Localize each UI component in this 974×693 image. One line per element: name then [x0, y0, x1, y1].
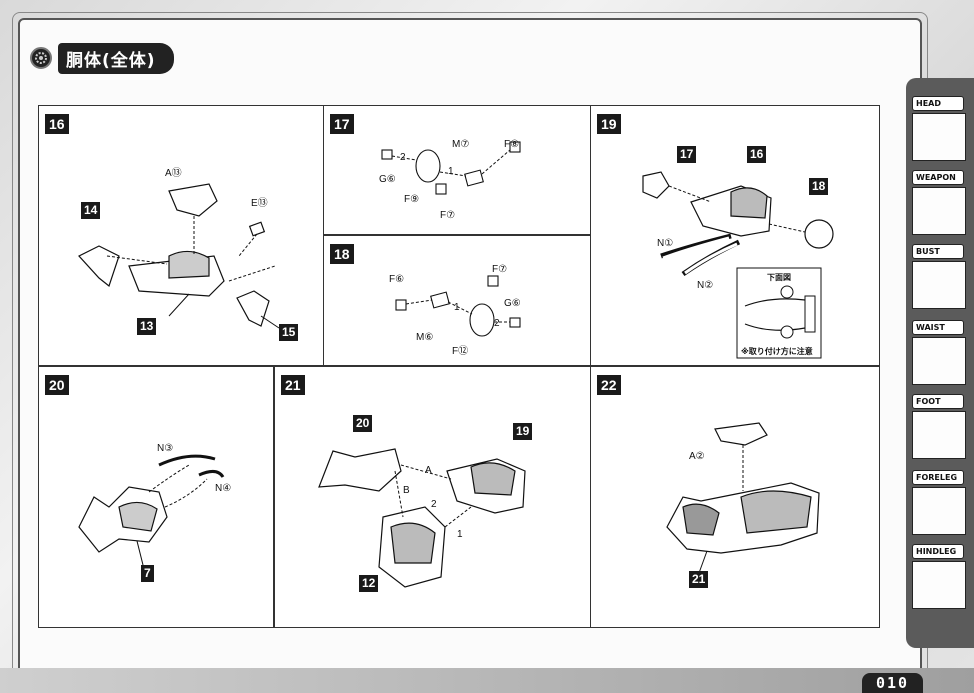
step-19-illustration: [642, 171, 834, 359]
part-label-g6: G⑥: [504, 298, 521, 309]
part-label-f8: F⑧: [504, 139, 520, 150]
tab-foot[interactable]: FOOT: [912, 394, 974, 460]
part-label-f7: F⑦: [492, 264, 508, 275]
step-16-illustration: [78, 183, 280, 329]
step-18-illustration: [395, 275, 521, 337]
part-label-n1: N①: [657, 238, 674, 249]
part-label-f6: F⑥: [389, 274, 405, 285]
step-16-panel: 16 A⑬ E⑬ 14 13 15: [38, 105, 324, 366]
step-19-panel: 19 17 16 18 N① N② 下面図: [590, 105, 880, 366]
part-label-m7: M⑦: [452, 139, 470, 150]
part-number-7: 7: [141, 565, 154, 582]
gear-icon: [30, 47, 52, 69]
waist-thumb-icon: [912, 337, 966, 385]
part-number-14: 14: [81, 202, 101, 219]
foot-thumb-icon: [912, 411, 966, 459]
tab-label: BUST: [912, 244, 964, 259]
part-label-m6: M⑥: [416, 332, 434, 343]
tab-label: FORELEG: [912, 470, 964, 485]
step-number: 20: [45, 375, 69, 395]
order-a: A: [425, 465, 432, 476]
step-number: 21: [281, 375, 305, 395]
tab-label: HEAD: [912, 96, 964, 111]
part-number-16: 16: [747, 146, 767, 163]
part-label-f9: F⑨: [404, 194, 420, 205]
step-number: 16: [45, 114, 69, 134]
step-18-panel: 18 F⑥ F⑦ M⑥ G⑥ F⑫ 1 2: [323, 235, 591, 366]
step-20-panel: 20 N③ N④ 7: [38, 366, 274, 628]
order-1: 1: [448, 166, 454, 177]
tab-hindleg[interactable]: HINDLEG: [912, 544, 974, 610]
part-label-f7: F⑦: [440, 210, 456, 221]
part-label-n4: N④: [215, 483, 232, 494]
part-number-15: 15: [279, 324, 299, 341]
page-number: 010: [862, 673, 924, 693]
footer-strip: [0, 668, 974, 693]
part-label-f12: F⑫: [452, 346, 469, 357]
order-b: B: [403, 485, 410, 496]
order-1: 1: [454, 302, 460, 313]
part-label-g6: G⑥: [379, 174, 396, 185]
step-17-panel: 17 G⑥ F⑧ M⑦ F⑨ F⑦ 2 1: [323, 105, 591, 235]
tab-bust[interactable]: BUST: [912, 244, 974, 310]
tab-foreleg[interactable]: FORELEG: [912, 470, 974, 536]
order-1: 1: [457, 529, 463, 540]
order-2: 2: [400, 152, 406, 163]
hindleg-thumb-icon: [912, 561, 966, 609]
part-number-21: 21: [689, 571, 709, 588]
step-22-illustration: [666, 422, 820, 574]
tab-label: WEAPON: [912, 170, 964, 185]
step-22-panel: 22 A② 21: [590, 366, 880, 628]
step-number: 18: [330, 244, 354, 264]
order-2: 2: [431, 499, 437, 510]
head-thumb-icon: [912, 113, 966, 161]
part-label-e13: E⑬: [251, 198, 268, 209]
tab-label: HINDLEG: [912, 544, 964, 559]
part-number-18: 18: [809, 178, 829, 195]
inset-note: ※取り付け方に注意: [741, 347, 813, 356]
weapon-thumb-icon: [912, 187, 966, 235]
tab-label: FOOT: [912, 394, 964, 409]
tab-waist[interactable]: WAIST: [912, 320, 974, 386]
order-2: 2: [494, 318, 500, 329]
part-label-a2: A②: [689, 451, 705, 462]
part-number-12: 12: [359, 575, 379, 592]
section-tabs: HEAD WEAPON BUST WAIST FOOT FORELEG HIND…: [906, 78, 974, 648]
step-number: 17: [330, 114, 354, 134]
part-label-n3: N③: [157, 443, 174, 454]
part-number-17: 17: [677, 146, 697, 163]
part-label-n2: N②: [697, 280, 714, 291]
step-21-illustration: [318, 448, 526, 588]
step-17-illustration: [381, 141, 521, 195]
step-number: 22: [597, 375, 621, 395]
part-label-a13: A⑬: [165, 168, 182, 179]
foreleg-thumb-icon: [912, 487, 966, 535]
bust-thumb-icon: [912, 261, 966, 309]
tab-head[interactable]: HEAD: [912, 96, 974, 162]
step-number: 19: [597, 114, 621, 134]
tab-label: WAIST: [912, 320, 964, 335]
part-number-20: 20: [353, 415, 373, 432]
section-title: 胴体(全体): [30, 42, 174, 74]
step-20-illustration: [78, 454, 225, 566]
part-number-19: 19: [513, 423, 533, 440]
inset-heading: 下面図: [767, 273, 791, 282]
tab-weapon[interactable]: WEAPON: [912, 170, 974, 236]
part-number-13: 13: [137, 318, 157, 335]
step-21-panel: 21 20 19 12 A B 1 2: [274, 366, 591, 628]
page-title: 胴体(全体): [58, 42, 174, 74]
